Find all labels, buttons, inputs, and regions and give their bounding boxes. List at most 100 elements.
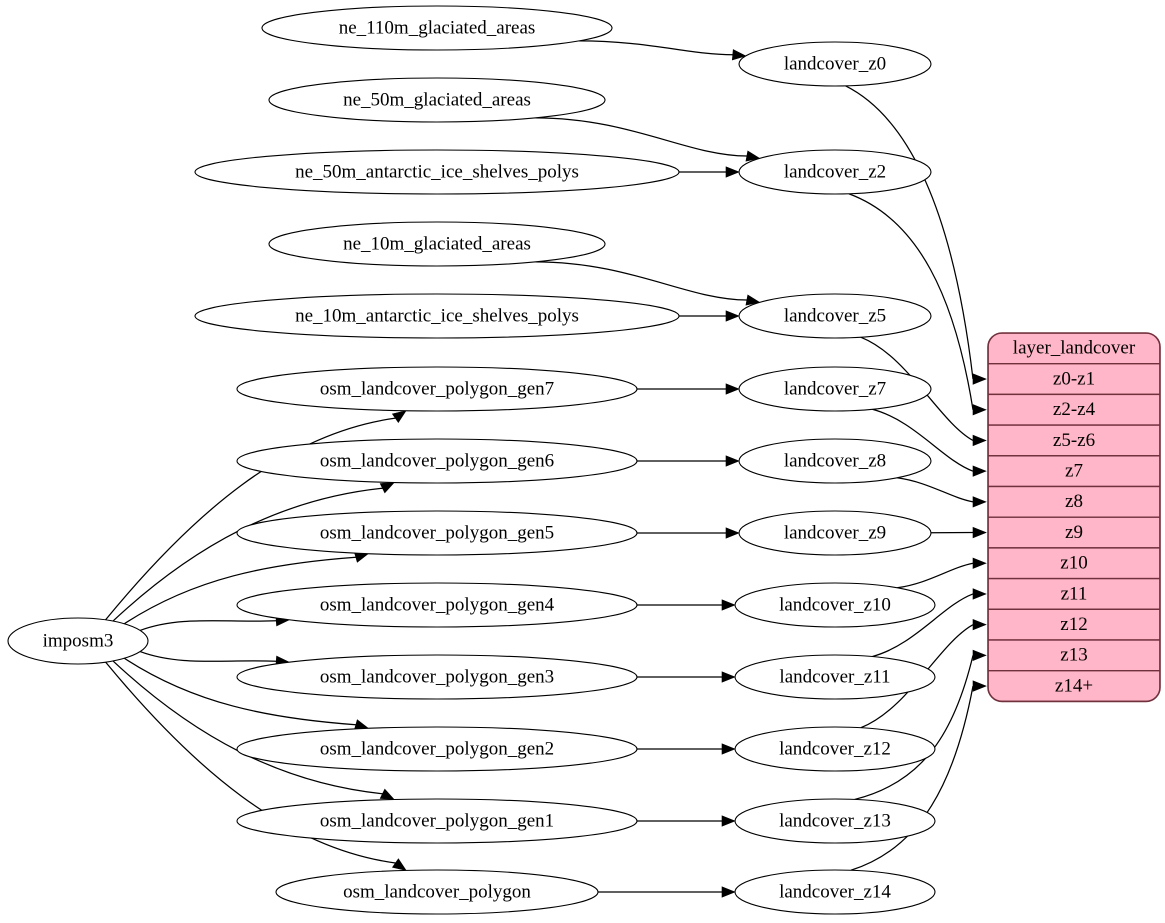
node-osm_landcover_polygon[interactable]: osm_landcover_polygon xyxy=(275,869,599,915)
node-imposm3[interactable]: imposm3 xyxy=(7,617,149,665)
node-ne_50m_antarctic_ice_shelves_polys[interactable]: ne_50m_antarctic_ice_shelves_polys xyxy=(194,149,680,195)
node-label-ne_50m_glaciated_areas: ne_50m_glaciated_areas xyxy=(343,89,531,110)
edge-landcover_z14-to-row-z14+ xyxy=(850,685,974,871)
node-label-ne_10m_antarctic_ice_shelves_polys: ne_10m_antarctic_ice_shelves_polys xyxy=(295,305,579,326)
node-ellipse-landcover_z5 xyxy=(738,293,932,339)
node-label-landcover_z5: landcover_z5 xyxy=(784,305,886,326)
table-row-label-z9: z9 xyxy=(1065,522,1083,543)
table-row-cell-z12[interactable] xyxy=(988,608,1160,641)
edge-arrowhead xyxy=(725,455,740,467)
table-row-cell-z5-z6[interactable] xyxy=(988,424,1160,457)
node-label-landcover_z0: landcover_z0 xyxy=(784,53,886,74)
node-osm_landcover_polygon_gen4[interactable]: osm_landcover_polygon_gen4 xyxy=(236,582,638,628)
edge-arrowhead xyxy=(725,383,740,395)
edge-arrowhead xyxy=(972,588,987,600)
edge-arrowhead xyxy=(972,619,987,631)
node-landcover_z11[interactable]: landcover_z11 xyxy=(734,654,936,700)
node-ellipse-landcover_z14 xyxy=(734,869,936,915)
node-landcover_z13[interactable]: landcover_z13 xyxy=(734,798,936,844)
node-ne_110m_glaciated_areas[interactable]: ne_110m_glaciated_areas xyxy=(261,5,613,51)
node-ellipse-osm_landcover_polygon_gen5 xyxy=(236,510,638,556)
table-row-label-z12: z12 xyxy=(1060,614,1087,635)
node-ne_10m_antarctic_ice_shelves_polys[interactable]: ne_10m_antarctic_ice_shelves_polys xyxy=(194,293,680,339)
table-row-cell-z14+[interactable] xyxy=(988,670,1160,702)
node-ne_10m_glaciated_areas[interactable]: ne_10m_glaciated_areas xyxy=(268,221,606,267)
table-row-label-z10: z10 xyxy=(1060,553,1087,574)
node-landcover_z9[interactable]: landcover_z9 xyxy=(738,510,932,556)
node-label-landcover_z11: landcover_z11 xyxy=(779,666,890,687)
edge-arrowhead xyxy=(725,166,740,178)
node-label-landcover_z2: landcover_z2 xyxy=(784,161,886,182)
node-osm_landcover_polygon_gen6[interactable]: osm_landcover_polygon_gen6 xyxy=(236,438,638,484)
node-osm_landcover_polygon_gen1[interactable]: osm_landcover_polygon_gen1 xyxy=(236,798,638,844)
node-label-ne_110m_glaciated_areas: ne_110m_glaciated_areas xyxy=(339,17,536,38)
node-label-ne_10m_glaciated_areas: ne_10m_glaciated_areas xyxy=(343,233,531,254)
table-row-cell-z9[interactable] xyxy=(988,516,1160,549)
node-landcover_z14[interactable]: landcover_z14 xyxy=(734,869,936,915)
edge-arrowhead xyxy=(731,49,747,61)
node-osm_landcover_polygon_gen5[interactable]: osm_landcover_polygon_gen5 xyxy=(236,510,638,556)
edge-imposm3-to-osm_landcover_polygon_gen7 xyxy=(105,417,396,621)
edge-imposm3-to-osm_landcover_polygon_gen5 xyxy=(123,556,356,625)
edge-imposm3-to-osm_landcover_polygon_gen4 xyxy=(139,620,277,631)
edge-imposm3-to-osm_landcover_polygon_gen3 xyxy=(139,651,277,662)
node-landcover_z12[interactable]: landcover_z12 xyxy=(734,726,936,772)
node-landcover_z0[interactable]: landcover_z0 xyxy=(738,41,932,87)
edge-arrowhead xyxy=(721,886,736,898)
edge-arrowhead xyxy=(721,815,736,827)
node-ellipse-landcover_z7 xyxy=(738,366,932,412)
edge-arrowhead xyxy=(972,526,987,539)
node-ellipse-landcover_z9 xyxy=(738,510,932,556)
node-label-osm_landcover_polygon_gen5: osm_landcover_polygon_gen5 xyxy=(320,522,554,543)
table-row-cell-z8[interactable] xyxy=(988,485,1160,518)
edge-arrowhead xyxy=(972,434,987,447)
edge-arrowhead xyxy=(391,858,407,871)
table-row-label-z2-z4: z2-z4 xyxy=(1053,399,1096,420)
table-row-cell-z10[interactable] xyxy=(988,547,1160,580)
node-landcover_z7[interactable]: landcover_z7 xyxy=(738,366,932,412)
node-label-imposm3: imposm3 xyxy=(43,630,114,651)
node-ellipse-landcover_z12 xyxy=(734,726,936,772)
table-row-label-z13: z13 xyxy=(1060,645,1087,666)
edge-arrowhead xyxy=(972,496,987,508)
edge-arrowhead xyxy=(379,482,395,494)
edge-arrowhead xyxy=(745,294,761,306)
table-row-label-z7: z7 xyxy=(1065,461,1083,482)
table-row-label-z5-z6: z5-z6 xyxy=(1053,430,1095,451)
node-label-landcover_z12: landcover_z12 xyxy=(779,738,891,759)
node-landcover_z10[interactable]: landcover_z10 xyxy=(734,582,936,628)
node-label-osm_landcover_polygon_gen4: osm_landcover_polygon_gen4 xyxy=(320,594,555,615)
edge-landcover_z11-to-row-z11 xyxy=(871,593,974,658)
node-landcover_z2[interactable]: landcover_z2 xyxy=(738,149,932,195)
table-row-label-z0-z1: z0-z1 xyxy=(1053,368,1095,389)
table-header-label: layer_landcover xyxy=(1013,338,1136,359)
edge-imposm3-to-osm_landcover_polygon xyxy=(105,661,396,864)
edge-arrowhead xyxy=(972,557,987,569)
node-ellipse-osm_landcover_polygon_gen6 xyxy=(236,438,638,484)
edge-arrowhead xyxy=(972,680,987,692)
node-label-osm_landcover_polygon_gen1: osm_landcover_polygon_gen1 xyxy=(320,810,554,831)
edge-arrowhead xyxy=(745,150,761,162)
node-ne_50m_glaciated_areas[interactable]: ne_50m_glaciated_areas xyxy=(268,77,606,123)
node-ellipse-landcover_z2 xyxy=(738,149,932,195)
node-label-osm_landcover_polygon_gen7: osm_landcover_polygon_gen7 xyxy=(320,378,554,399)
node-label-osm_landcover_polygon_gen2: osm_landcover_polygon_gen2 xyxy=(320,738,554,759)
node-ellipse-landcover_z8 xyxy=(738,438,932,484)
node-ellipse-landcover_z10 xyxy=(734,582,936,628)
node-landcover_z5[interactable]: landcover_z5 xyxy=(738,293,932,339)
node-osm_landcover_polygon_gen3[interactable]: osm_landcover_polygon_gen3 xyxy=(236,654,638,700)
node-label-landcover_z14: landcover_z14 xyxy=(779,881,891,902)
edge-landcover_z10-to-row-z10 xyxy=(897,562,974,589)
node-label-osm_landcover_polygon: osm_landcover_polygon xyxy=(343,881,531,902)
table-row-label-z8: z8 xyxy=(1065,491,1083,512)
edge-ne_110m_glaciated_areas-to-landcover_z0 xyxy=(579,40,733,56)
table-row-label-z14+: z14+ xyxy=(1055,675,1093,696)
edge-ne_10m_glaciated_areas-to-landcover_z5 xyxy=(535,261,747,301)
node-osm_landcover_polygon_gen7[interactable]: osm_landcover_polygon_gen7 xyxy=(236,366,638,412)
node-landcover_z8[interactable]: landcover_z8 xyxy=(738,438,932,484)
node-ellipse-ne_10m_antarctic_ice_shelves_polys xyxy=(194,293,680,339)
node-osm_landcover_polygon_gen2[interactable]: osm_landcover_polygon_gen2 xyxy=(236,726,638,772)
node-ellipse-osm_landcover_polygon_gen1 xyxy=(236,798,638,844)
